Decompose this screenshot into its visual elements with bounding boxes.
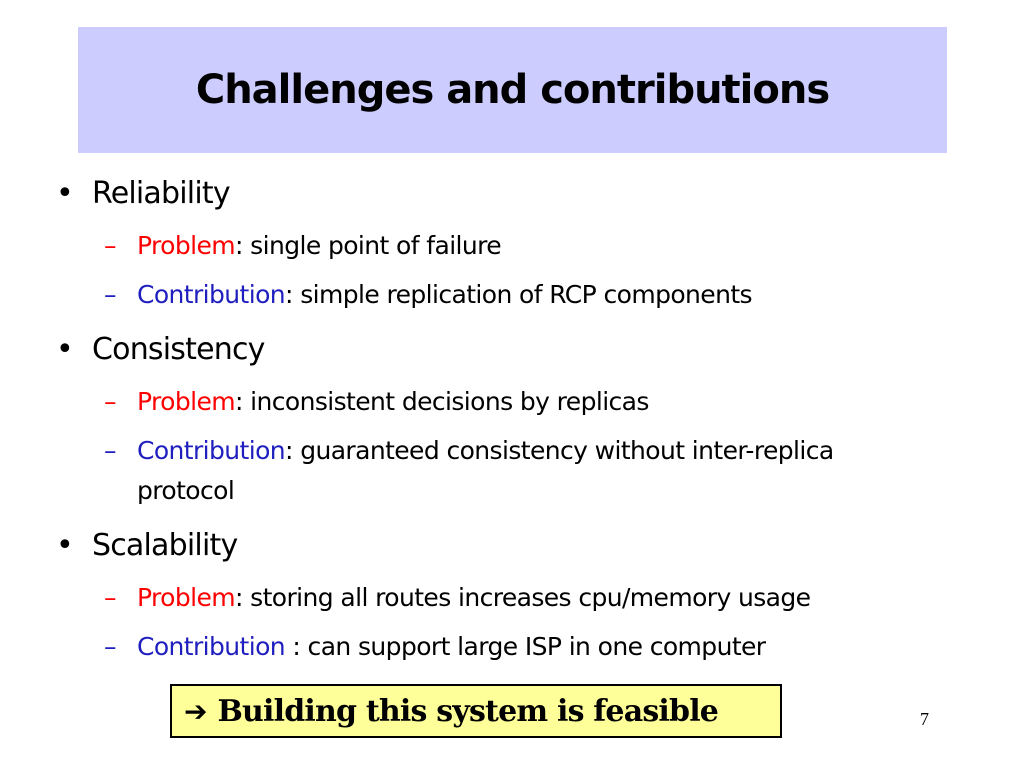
bullet-heading: Reliability (92, 176, 231, 211)
contribution-label: Contribution (137, 436, 286, 465)
conclusion-text: Building this system is feasible (217, 693, 719, 729)
bullet-dot: • (56, 528, 74, 563)
dash-marker: – (104, 632, 117, 661)
bullet-reliability: • Reliability (56, 176, 231, 212)
dash-marker: – (104, 436, 117, 465)
problem-label: Problem (137, 387, 236, 416)
contribution-label: Contribution (137, 280, 286, 309)
consistency-contribution: –Contribution: guaranteed consistency wi… (104, 436, 834, 466)
right-arrow-icon: ➔ (184, 694, 208, 728)
conclusion-box: ➔ Building this system is feasible (170, 684, 782, 738)
dash-marker: – (104, 387, 117, 416)
contribution-text-continued: protocol (137, 476, 235, 505)
reliability-problem: –Problem: single point of failure (104, 231, 502, 261)
page-number: 7 (920, 709, 929, 729)
reliability-contribution: –Contribution: simple replication of RCP… (104, 280, 753, 310)
problem-text: : storing all routes increases cpu/memor… (235, 583, 811, 612)
contribution-text: : can support large ISP in one computer (285, 632, 766, 661)
bullet-consistency: • Consistency (56, 332, 265, 368)
bullet-heading: Scalability (92, 528, 238, 563)
dash-marker: – (104, 231, 117, 260)
contribution-text: : guaranteed consistency without inter-r… (285, 436, 834, 465)
contribution-text: : simple replication of RCP components (285, 280, 753, 309)
bullet-heading: Consistency (92, 332, 265, 367)
contribution-label: Contribution (137, 632, 286, 661)
consistency-contribution-continued: protocol (104, 476, 235, 506)
bullet-scalability: • Scalability (56, 528, 238, 564)
problem-text: : inconsistent decisions by replicas (235, 387, 649, 416)
bullet-dot: • (56, 176, 74, 211)
scalability-problem: –Problem: storing all routes increases c… (104, 583, 811, 613)
dash-marker: – (104, 280, 117, 309)
title-box: Challenges and contributions (78, 27, 947, 153)
problem-text: : single point of failure (235, 231, 502, 260)
consistency-problem: –Problem: inconsistent decisions by repl… (104, 387, 649, 417)
problem-label: Problem (137, 231, 236, 260)
slide-title: Challenges and contributions (195, 67, 830, 113)
scalability-contribution: –Contribution : can support large ISP in… (104, 632, 766, 662)
bullet-dot: • (56, 332, 74, 367)
problem-label: Problem (137, 583, 236, 612)
dash-marker: – (104, 583, 117, 612)
